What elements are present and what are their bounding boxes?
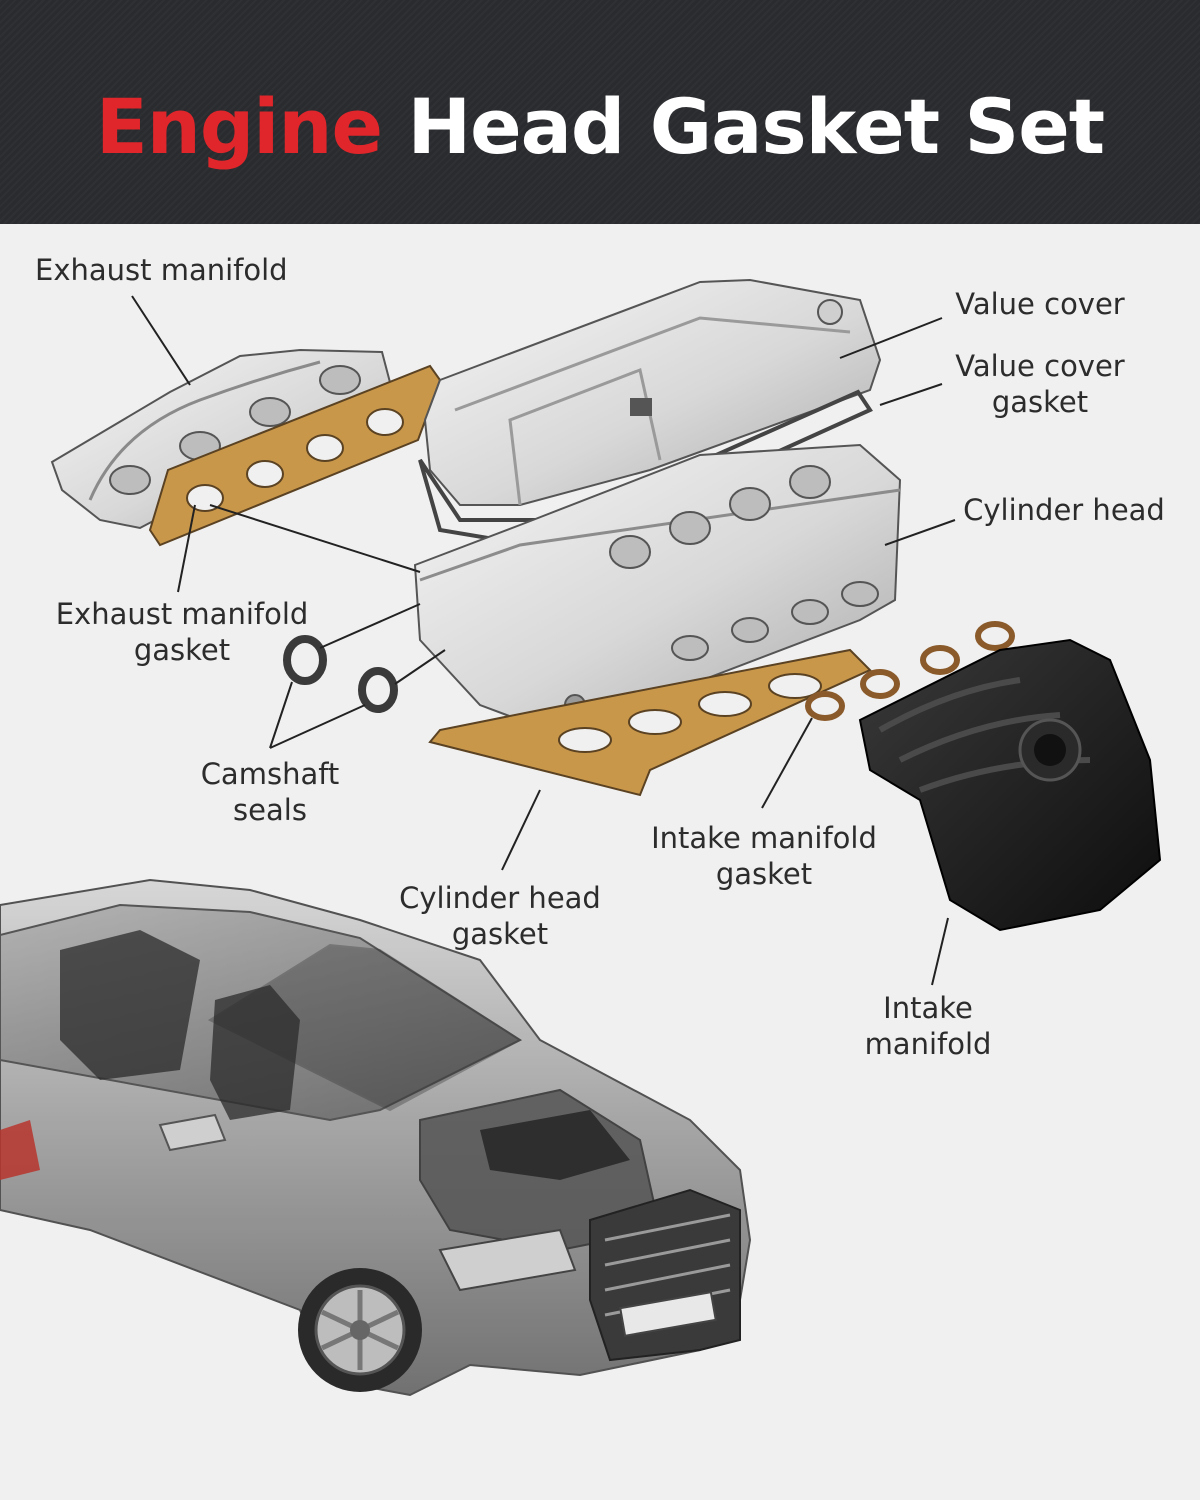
valve-cover-gasket-part (418, 389, 873, 553)
leader-lines (131, 295, 956, 986)
exploded-engine-diagram (0, 278, 1162, 1397)
cylinder-head-part (413, 443, 902, 722)
cylinder-head-gasket-part (428, 648, 872, 797)
intake-manifold-gasket-part (805, 621, 1015, 721)
label-intake-manifold: Intake manifold (864, 991, 992, 1061)
label-valve-cover: Value cover (955, 287, 1125, 321)
page-title: Engine Head Gasket Set (0, 86, 1200, 168)
intake-manifold-part (858, 638, 1162, 932)
header-banner: Engine Head Gasket Set (0, 0, 1200, 224)
label-intake-manifold-gasket: Intake manifold gasket (651, 821, 877, 891)
label-camshaft-seals: Camshaft seals (200, 757, 340, 827)
camshaft-seals-part (283, 635, 398, 713)
label-exhaust-manifold-gasket: Exhaust manifold gasket (55, 597, 309, 667)
label-valve-cover-gasket: Value cover gasket (955, 349, 1125, 419)
label-exhaust-manifold: Exhaust manifold (35, 253, 288, 287)
label-cylinder-head: Cylinder head (963, 493, 1165, 527)
valve-cover-part (423, 278, 882, 506)
title-accent-word: Engine (95, 82, 383, 171)
title-rest: Head Gasket Set (407, 82, 1105, 171)
car-illustration (0, 878, 752, 1397)
label-cylinder-head-gasket: Cylinder head gasket (399, 881, 601, 951)
diagram-panel: Exhaust manifold Value cover Value cover… (0, 224, 1200, 1500)
exhaust-manifold-part (50, 348, 394, 530)
